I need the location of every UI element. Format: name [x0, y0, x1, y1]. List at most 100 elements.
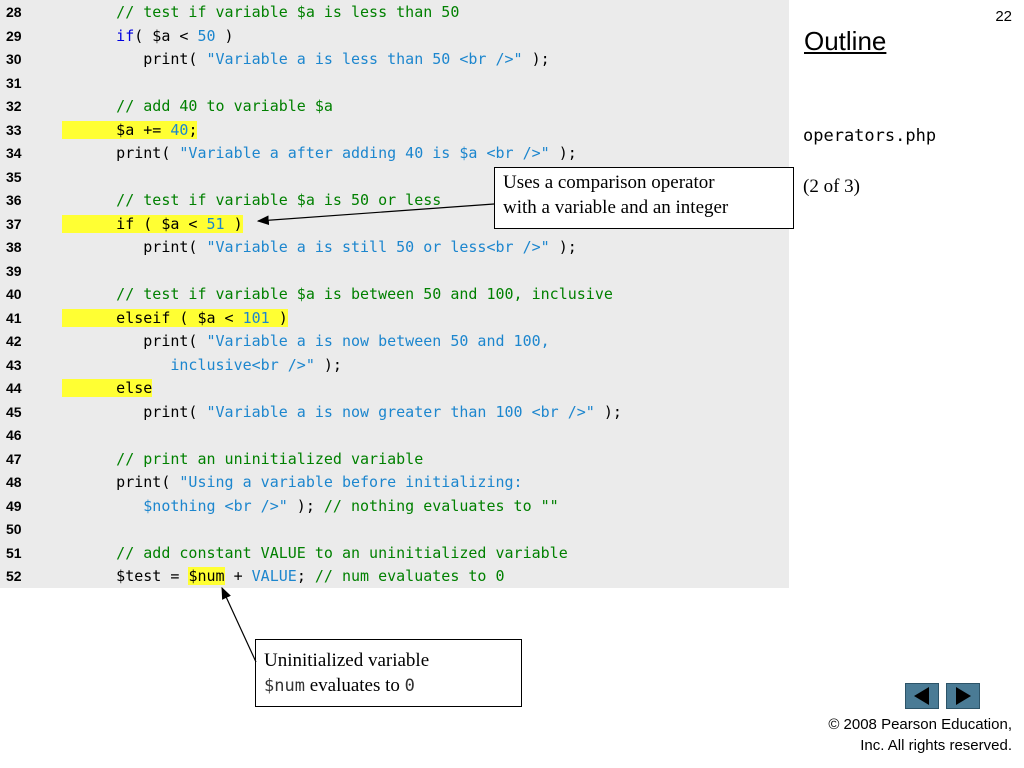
- code-text: print( "Variable a is less than 50 <br /…: [62, 47, 550, 71]
- code-token: print(: [62, 332, 207, 350]
- code-text: print( "Variable a is now between 50 and…: [62, 329, 550, 353]
- comparison-callout: Uses a comparison operator with a variab…: [494, 167, 794, 229]
- previous-slide-button[interactable]: [905, 683, 939, 709]
- code-token: );: [549, 238, 577, 256]
- line-number: 32: [6, 98, 22, 114]
- slide-number: 22: [995, 8, 1012, 25]
- line-number: 34: [6, 145, 22, 161]
- callout-line: with a variable and an integer: [503, 197, 729, 218]
- code-text: // test if variable $a is less than 50: [62, 0, 459, 24]
- code-token: );: [549, 144, 577, 162]
- code-token: );: [314, 355, 342, 374]
- code-text: $a += 40;: [62, 118, 198, 142]
- line-number: 37: [6, 215, 22, 232]
- callout-text: evaluates to: [304, 675, 405, 696]
- code-token: // test if variable $a is less than 50: [62, 3, 460, 21]
- line-number: 38: [6, 239, 22, 255]
- code-token: // test if variable $a is between 50 and…: [62, 285, 613, 303]
- line-number: 40: [6, 286, 22, 302]
- line-number: 52: [6, 568, 22, 584]
- code-token: ): [269, 308, 288, 327]
- code-token: else: [62, 379, 153, 397]
- code-text: // add constant VALUE to an uninitialize…: [62, 541, 568, 565]
- code-text: elseif ( $a < 101 ): [62, 306, 288, 330]
- copyright-notice: © 2008 Pearson Education, Inc. All right…: [828, 714, 1012, 756]
- outline-link[interactable]: Outline: [804, 26, 887, 56]
- line-number: 51: [6, 544, 22, 561]
- code-token: // add 40 to variable $a: [62, 97, 333, 115]
- callout-code: $num: [264, 676, 305, 696]
- code-text: $test = $num + VALUE; // num evaluates t…: [62, 564, 505, 588]
- code-text: // add 40 to variable $a: [62, 94, 333, 118]
- code-text: else: [62, 376, 153, 400]
- file-name: operators.php: [803, 126, 937, 146]
- copyright-line: Inc. All rights reserved.: [860, 737, 1012, 754]
- line-number: 44: [6, 380, 22, 396]
- line-number: 36: [6, 192, 22, 208]
- code-token: );: [522, 50, 550, 68]
- triangle-left-icon: [914, 687, 929, 705]
- next-slide-button[interactable]: [946, 683, 980, 709]
- code-token: $nothing <br />": [62, 496, 288, 515]
- line-number: 30: [6, 51, 22, 67]
- line-number: 45: [6, 403, 22, 420]
- line-number: 28: [6, 4, 22, 20]
- code-text: // test if variable $a is between 50 and…: [62, 282, 613, 306]
- callout-line: Uses a comparison operator: [503, 172, 715, 193]
- line-number: 50: [6, 521, 22, 537]
- code-text: print( "Variable a is now greater than 1…: [62, 400, 622, 424]
- uninitialized-callout: Uninitialized variable $num evaluates to…: [255, 639, 522, 707]
- line-number: 39: [6, 262, 22, 279]
- code-token: "Variable a is now greater than 100 <br …: [206, 402, 595, 421]
- code-token: "Using a variable before initializing:: [179, 473, 523, 491]
- code-token: ): [224, 214, 243, 233]
- code-token: 101: [242, 308, 270, 327]
- line-number: 47: [6, 450, 22, 467]
- code-listing: 28 // test if variable $a is less than 5…: [0, 0, 789, 588]
- code-token: 51: [206, 214, 225, 233]
- arrow-to-num: [221, 586, 257, 663]
- code-token: ;: [188, 120, 198, 139]
- code-token: );: [594, 402, 622, 421]
- code-token: // print an uninitialized variable: [62, 449, 424, 468]
- code-token: // num evaluates to 0: [314, 567, 505, 585]
- copyright-line: © 2008 Pearson Education,: [828, 716, 1012, 733]
- code-token: // test if variable $a is 50 or less: [62, 191, 442, 209]
- code-token: $test =: [62, 567, 189, 585]
- code-token: // nothing evaluates to "": [323, 496, 559, 515]
- part-indicator: (2 of 3): [803, 176, 860, 197]
- code-token: "Variable a after adding 40 is $a <br />…: [179, 144, 550, 162]
- code-token: print(: [62, 473, 180, 491]
- code-token: print(: [62, 144, 180, 162]
- callout-line: Uninitialized variable: [264, 650, 430, 671]
- code-token: );: [287, 496, 324, 515]
- code-text: print( "Variable a after adding 40 is $a…: [62, 141, 577, 165]
- code-token: print(: [62, 50, 207, 68]
- code-token: "Variable a is still 50 or less<br />": [206, 238, 550, 256]
- line-number: 31: [6, 74, 22, 91]
- code-token: 40: [170, 120, 189, 139]
- code-token: "Variable a is now between 50 and 100,: [206, 332, 550, 350]
- code-token: elseif ( $a <: [62, 308, 243, 327]
- code-text: print( "Variable a is still 50 or less<b…: [62, 235, 577, 259]
- line-number: 43: [6, 356, 22, 373]
- code-token: VALUE: [251, 567, 297, 585]
- line-number: 42: [6, 333, 22, 349]
- code-text: // test if variable $a is 50 or less: [62, 188, 441, 212]
- code-text: $nothing <br />" ); // nothing evaluates…: [62, 494, 559, 518]
- code-token: if ( $a <: [62, 214, 207, 233]
- code-token: ): [215, 26, 234, 45]
- code-token: // add constant VALUE to an uninitialize…: [62, 543, 568, 562]
- code-text: if( $a < 50 ): [62, 24, 234, 48]
- code-token: $num: [188, 567, 225, 585]
- code-text: // print an uninitialized variable: [62, 447, 423, 471]
- code-token: print(: [62, 402, 207, 421]
- code-token: "Variable a is less than 50 <br />": [206, 50, 523, 68]
- line-number: 41: [6, 309, 22, 326]
- triangle-right-icon: [956, 687, 971, 705]
- code-token: print(: [62, 238, 207, 256]
- code-token: ( $a <: [134, 26, 198, 45]
- code-token: ;: [296, 567, 315, 585]
- code-token: if: [62, 26, 135, 45]
- code-text: print( "Using a variable before initiali…: [62, 470, 523, 494]
